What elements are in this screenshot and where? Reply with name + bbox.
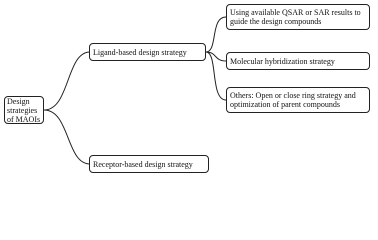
connector-root-to-ligand bbox=[43, 51, 91, 111]
ligand-based-node: Ligand-based design strategy bbox=[89, 43, 206, 61]
mind-map-diagram: Design strategies of MAOIs Ligand-based … bbox=[4, 4, 370, 173]
connector-ligand-to-others bbox=[205, 51, 227, 101]
ligand-based-label: Ligand-based design strategy bbox=[93, 47, 187, 57]
connector-root-to-receptor bbox=[43, 109, 91, 165]
molecular-hybridization-label: Molecular hybridization strategy bbox=[230, 56, 335, 66]
receptor-based-label: Receptor-based design strategy bbox=[93, 159, 193, 169]
connector-ligand-to-qsar bbox=[205, 16, 227, 53]
receptor-based-node: Receptor-based design strategy bbox=[89, 155, 209, 173]
connector-lines bbox=[43, 16, 227, 165]
molecular-hybridization-node: Molecular hybridization strategy bbox=[226, 52, 370, 70]
others-label: Others: Open or close ring strategy and … bbox=[230, 91, 356, 109]
root-node-label: Design strategies of MAOIs bbox=[7, 96, 41, 124]
qsar-sar-node: Using available QSAR or SAR results to g… bbox=[226, 4, 370, 30]
qsar-sar-label: Using available QSAR or SAR results to g… bbox=[230, 8, 361, 26]
others-node: Others: Open or close ring strategy and … bbox=[226, 87, 370, 113]
root-node: Design strategies of MAOIs bbox=[4, 96, 44, 124]
